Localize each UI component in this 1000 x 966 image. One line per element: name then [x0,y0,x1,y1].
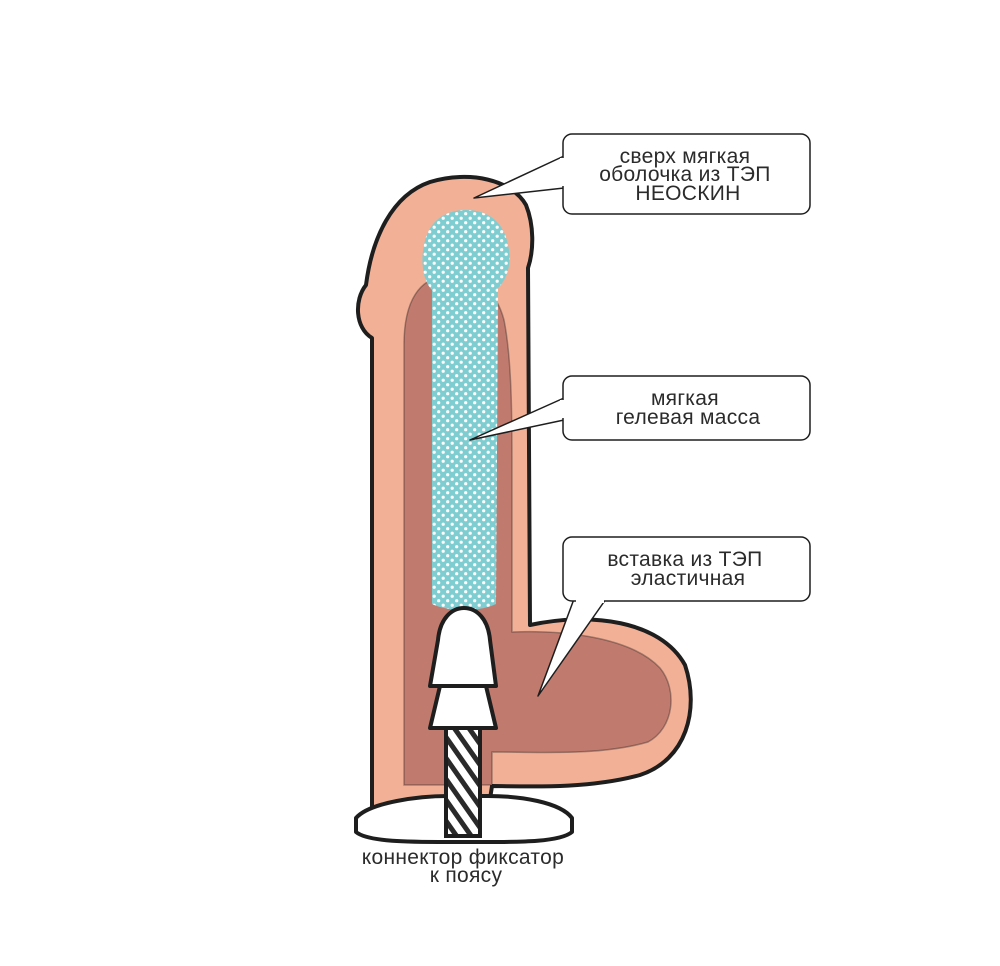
callout-gel-core-line-2: гелевая масса [616,406,761,429]
callout-outer-shell-line-2: оболочка из ТЭП [599,163,770,186]
connector [354,606,574,844]
connector-upper-cone [428,606,498,688]
callout-outer-shell: сверх мягкая оболочка из ТЭП НЕОСКИН [473,133,811,215]
callout-gel-core-line-1: мягкая [651,387,719,410]
connector-thread [444,722,482,838]
connector-lower-cone [428,684,498,730]
callout-gel-core: мягкая гелевая масса [469,375,811,441]
gel-core [422,210,510,610]
svg-text:коннектор фиксатор к поя: коннектор фиксатор к поясу [362,846,570,887]
connector-caption-line-2: к поясу [430,864,503,887]
svg-text:вставка из ТЭП эластична: вставка из ТЭП эластичная [607,548,768,590]
callout-inner-insert-box [562,536,811,602]
svg-text:мягкая гелевая масса: мягкая гелевая масса [616,387,761,429]
svg-text:сверх мягкая оболочка из: сверх мягкая оболочка из ТЭП НЕОСКИН [599,145,777,205]
callout-outer-shell-line-1: сверх мягкая [620,145,751,168]
connector-caption: коннектор фиксатор к поясу [362,846,570,887]
callout-inner-insert: вставка из ТЭП эластичная [537,536,811,697]
callout-inner-insert-line-2: эластичная [631,567,746,590]
callout-outer-shell-line-3: НЕОСКИН [635,182,740,205]
connector-caption-line-1: коннектор фиксатор [362,846,564,869]
callout-inner-insert-line-1: вставка из ТЭП [607,548,762,571]
